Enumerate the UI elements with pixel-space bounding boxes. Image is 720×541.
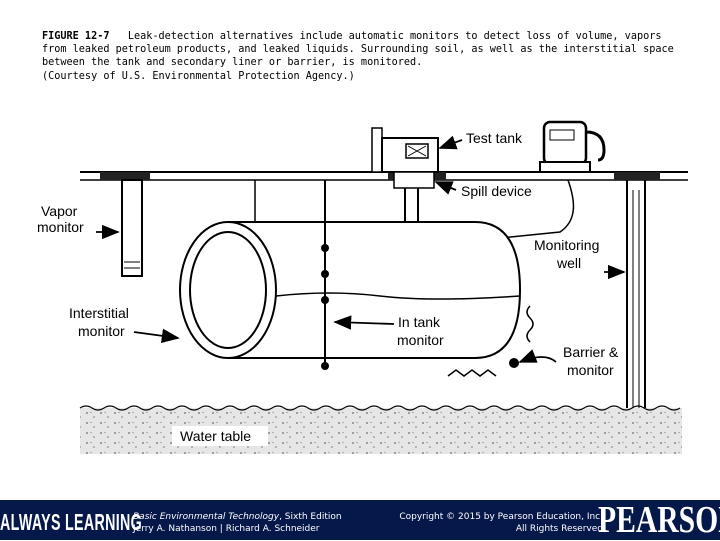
arrow-in-tank-monitor: [333, 315, 395, 330]
label-spill-device: Spill device: [461, 183, 532, 199]
tank-leak-detection-diagram: Test tank Spill device Vapor monitor Mon…: [37, 120, 688, 454]
figure-number: FIGURE 12-7: [42, 31, 110, 42]
spill-device: [393, 171, 435, 189]
label-vapor-monitor-line1: Vapor: [41, 203, 78, 219]
label-monitoring-well-line2: well: [556, 255, 581, 271]
vapor-monitor-well: [121, 179, 143, 277]
barrier-outline: [254, 179, 575, 241]
interstitial-monitor-pipe: [321, 180, 329, 370]
caption-text: Leak-detection alternatives include auto…: [42, 31, 674, 69]
book-info: Basic Environmental Technology, Sixth Ed…: [133, 511, 342, 535]
figure-caption: FIGURE 12-7 Leak-detection alternatives …: [42, 30, 682, 83]
in-tank-probe: [526, 305, 534, 343]
ground-surface: [80, 171, 688, 181]
label-barrier-monitor-line1: Barrier &: [563, 344, 619, 360]
arrow-barrier-monitor: [518, 349, 557, 363]
book-title: Basic Environmental Technology: [133, 512, 280, 522]
label-interstitial-monitor-line2: monitor: [78, 323, 125, 339]
label-vapor-monitor-line2: monitor: [37, 219, 84, 235]
fuel-dispenser: [539, 120, 606, 173]
label-interstitial-monitor-line1: Interstitial: [69, 305, 129, 321]
rights-text: All Rights Reserved: [515, 524, 603, 534]
book-edition: , Sixth Edition: [279, 512, 342, 522]
label-in-tank-monitor-line1: In tank: [398, 314, 441, 330]
label-test-tank: Test tank: [466, 130, 523, 146]
label-barrier-monitor-line2: monitor: [567, 362, 614, 378]
arrow-spill-device: [434, 181, 457, 195]
label-water-table: Water table: [180, 428, 251, 444]
barrier-probe: [447, 369, 497, 377]
pearson-logo: PEARSON: [598, 499, 720, 541]
arrow-interstitial-monitor: [133, 328, 180, 343]
copyright-notice: Copyright © 2015 by Pearson Education, I…: [399, 511, 603, 535]
water-table-band: [79, 405, 682, 454]
label-in-tank-monitor-line2: monitor: [397, 332, 444, 348]
label-monitoring-well-line1: Monitoring: [534, 237, 599, 253]
storage-tank: [179, 221, 522, 359]
arrow-test-tank: [438, 135, 463, 150]
footer-bar: ALWAYS LEARNING Basic Environmental Tech…: [0, 500, 720, 540]
caption-credit: (Courtesy of U.S. Environmental Protecti…: [42, 70, 355, 82]
copyright-text: Copyright © 2015 by Pearson Education, I…: [399, 512, 603, 522]
book-authors: Jerry A. Nathanson | Richard A. Schneide…: [133, 524, 320, 534]
test-tank-device: [371, 127, 439, 173]
always-learning-logo: ALWAYS LEARNING: [0, 509, 142, 535]
monitoring-well-pipe: [626, 180, 646, 440]
